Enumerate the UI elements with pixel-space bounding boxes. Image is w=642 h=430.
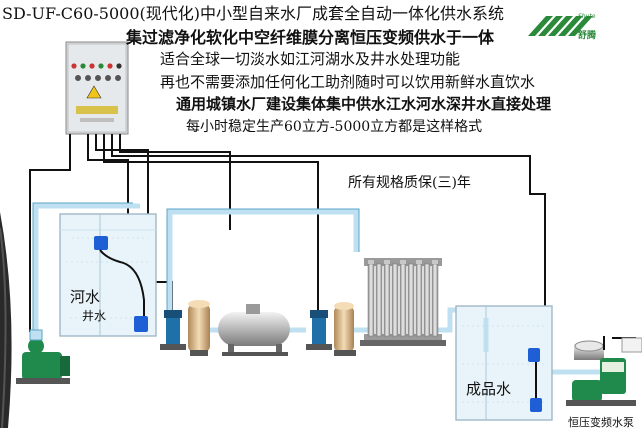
left-edge-arc-inner bbox=[0, 227, 7, 428]
product-water-tank bbox=[455, 305, 553, 421]
feature-line-3: 通用城镇水厂建设集体集中供水江水河水深井水直接处理 bbox=[176, 95, 552, 113]
constant-pressure-pump bbox=[566, 336, 642, 406]
raw-water-tank bbox=[59, 213, 157, 337]
indicator-light bbox=[89, 63, 95, 69]
control-cabinet bbox=[65, 41, 129, 135]
booster-pump-2 bbox=[306, 310, 332, 350]
feature-line-2: 再也不需要添加任何化工助剂随时可以饮用新鲜水直饮水 bbox=[160, 73, 536, 91]
page-subtitle: 集过滤净化软化中空纤维膜分离恒压变频供水于一体 bbox=[126, 28, 495, 47]
warning-icon bbox=[86, 85, 102, 99]
switch bbox=[85, 75, 91, 81]
switch bbox=[105, 75, 111, 81]
cabinet-plate bbox=[76, 106, 118, 114]
switch bbox=[115, 75, 121, 81]
indicator-light bbox=[80, 63, 86, 69]
feature-line-1: 适合全球一切淡水如江河湖水及井水处理功能 bbox=[160, 50, 461, 68]
raw-water-pump bbox=[16, 329, 70, 384]
fine-filter bbox=[334, 302, 356, 356]
level-sensor bbox=[528, 348, 540, 362]
brand-logo: Shute bbox=[528, 13, 596, 36]
label-river-water: 河水 bbox=[70, 288, 101, 306]
feature-line-4: 每小时稳定生产60立方-5000立方都是这样格式 bbox=[186, 119, 483, 135]
pressure-tank bbox=[218, 304, 290, 356]
page-title: SD-UF-C60-5000(现代化)中小型自来水厂成套全自动一体化供水系统 bbox=[2, 4, 504, 23]
switch bbox=[95, 75, 101, 81]
brand-name: 舒腾 bbox=[578, 31, 597, 41]
label-well-water: 井水 bbox=[82, 309, 107, 323]
pre-filter bbox=[188, 300, 210, 356]
level-sensor bbox=[530, 398, 542, 412]
level-sensor bbox=[134, 316, 148, 332]
label-product-water: 成品水 bbox=[466, 380, 512, 398]
indicator-light bbox=[116, 63, 122, 69]
svg-text:Shute: Shute bbox=[578, 13, 596, 20]
label-pressure-pump: 恒压变频水泵 bbox=[568, 416, 634, 429]
indicator-light bbox=[71, 63, 77, 69]
membrane-rack bbox=[360, 258, 446, 346]
indicator-light bbox=[107, 63, 113, 69]
booster-pump-1 bbox=[160, 310, 186, 350]
level-sensor bbox=[94, 236, 108, 250]
switch bbox=[75, 75, 81, 81]
warranty-text: 所有规格质保(三)年 bbox=[348, 175, 471, 191]
indicator-light bbox=[98, 63, 104, 69]
